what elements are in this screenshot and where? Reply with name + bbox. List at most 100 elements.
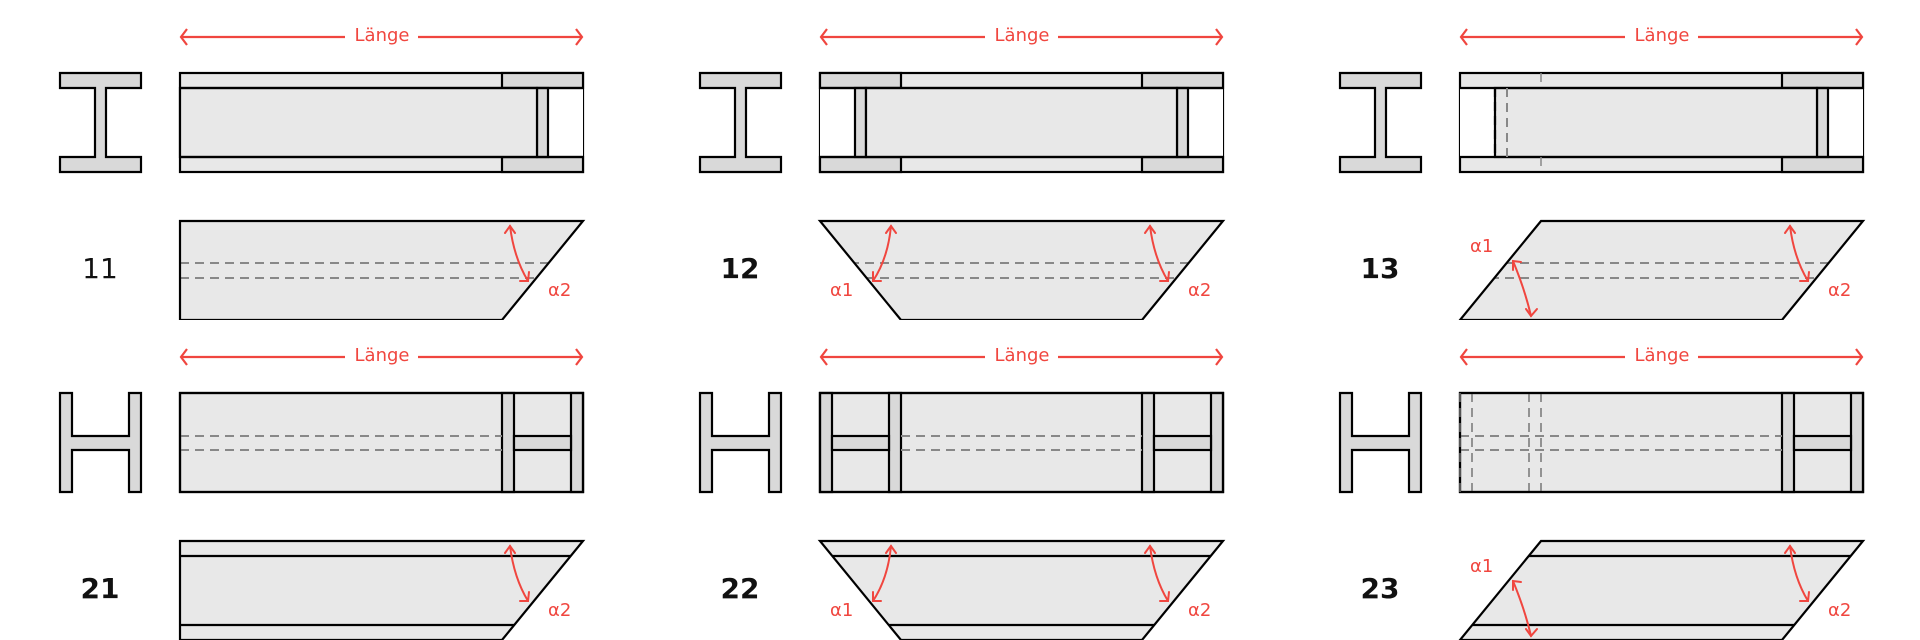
length-dimension-arrow: [179, 28, 584, 46]
arrowhead-icon: [519, 271, 530, 282]
web-body: [178, 86, 539, 159]
arrowhead-icon: [1525, 628, 1538, 638]
length-label: Länge: [994, 25, 1050, 46]
arrowhead-icon: [1159, 271, 1170, 282]
arrowhead-left-icon: [1459, 28, 1468, 46]
h-section-end: [1140, 391, 1156, 494]
panel-11: Länge 11 α2: [0, 0, 640, 320]
angle-alpha1-arc: [872, 544, 897, 602]
length-dimension-arrow: [819, 28, 1224, 46]
arc: [1789, 225, 1809, 282]
flange-end: [1140, 155, 1225, 174]
panel-drawing: [698, 28, 1226, 320]
flange-end: [1780, 71, 1865, 90]
arc: [1149, 545, 1169, 602]
length-label: Länge: [994, 345, 1050, 366]
angle-alpha1-arc: [1512, 259, 1538, 318]
beam-outline: [178, 391, 585, 494]
end-opening: [1460, 88, 1495, 157]
h-section-end: [569, 391, 585, 494]
arc: [509, 545, 529, 602]
h-section-end: [1849, 391, 1865, 494]
panel-drawing: [1338, 28, 1866, 320]
angle-alpha2-arc: [504, 224, 530, 282]
i-beam-cross-section-icon: [1338, 71, 1423, 174]
side-view-outline: [178, 539, 586, 640]
angle-alpha1-label: α1: [830, 280, 854, 301]
panel-drawing: [1338, 348, 1866, 640]
arrowhead-right-icon: [575, 348, 584, 366]
variant-number-label: 13: [1360, 252, 1400, 285]
h-beam-cross-section-icon: [698, 391, 783, 494]
variant-number-label: 12: [720, 252, 760, 285]
arrowhead-icon: [1799, 591, 1810, 602]
arrowhead-icon: [504, 224, 516, 234]
angle-alpha2-arc: [1144, 224, 1170, 282]
side-view-outline: [178, 219, 586, 320]
arrowhead-icon: [1784, 224, 1796, 234]
variant-number-label: 11: [82, 252, 118, 285]
angle-alpha1-arc: [1512, 579, 1538, 638]
angle-alpha1-label: α1: [1470, 556, 1494, 577]
angle-alpha2-label: α2: [1188, 280, 1212, 301]
i-beam-cross-section-icon: [58, 71, 143, 174]
variant-number-label: 21: [80, 572, 120, 605]
length-dimension-arrow: [819, 348, 1224, 366]
beam-outline: [818, 391, 1225, 494]
length-dimension-arrow: [179, 348, 584, 366]
h-beam-cross-section-icon: [1338, 391, 1423, 494]
angle-alpha2-arc: [504, 544, 530, 602]
h-section-end: [1209, 391, 1225, 494]
side-view-outline: [817, 219, 1226, 320]
arrowhead-icon: [1159, 591, 1170, 602]
side-view-fill: [180, 221, 583, 320]
arrowhead-icon: [885, 224, 897, 234]
length-label: Länge: [1634, 25, 1690, 46]
side-view-inner: [180, 262, 548, 279]
arrowhead-right-icon: [1215, 28, 1224, 46]
arc: [1789, 545, 1809, 602]
end-opening: [820, 88, 855, 157]
arrowhead-right-icon: [1855, 348, 1864, 366]
side-view-fill: [820, 541, 1223, 640]
h-section-end: [887, 391, 903, 494]
angle-alpha2-arc: [1784, 544, 1810, 602]
top-view: [178, 391, 585, 494]
flange-end: [1140, 71, 1225, 90]
variant-number-label: 22: [720, 572, 760, 605]
arrowhead-icon: [1525, 308, 1538, 318]
length-label: Länge: [354, 25, 410, 46]
arrowhead-left-icon: [819, 28, 828, 46]
length-label: Länge: [1634, 345, 1690, 366]
h-section-end: [1780, 391, 1796, 494]
arc: [509, 225, 529, 282]
angle-alpha2-label: α2: [1828, 600, 1852, 621]
arrowhead-icon: [885, 544, 897, 554]
side-view-fill: [1460, 541, 1863, 640]
end-opening: [548, 88, 583, 157]
panel-12: Länge 12 α2 α1: [640, 0, 1280, 320]
arrowhead-icon: [504, 544, 516, 554]
web-end: [1175, 86, 1190, 159]
end-opening: [1828, 88, 1863, 157]
top-view: [818, 71, 1225, 174]
arrowhead-icon: [519, 591, 530, 602]
angle-alpha1-label: α1: [830, 600, 854, 621]
flange-end: [1780, 155, 1865, 174]
arrowhead-icon: [872, 591, 882, 602]
angle-alpha1-arc: [872, 224, 897, 282]
h-beam-cross-section-icon: [58, 391, 143, 494]
variant-number-label: 23: [1360, 572, 1400, 605]
i-beam-cross-section-icon: [698, 71, 783, 174]
length-dimension-arrow: [1459, 28, 1864, 46]
arrowhead-icon: [1784, 544, 1796, 554]
side-view-fill: [820, 221, 1223, 320]
h-section-end: [830, 434, 891, 452]
panel-drawing: [58, 348, 586, 640]
angle-alpha2-arc: [1144, 544, 1170, 602]
arrowhead-left-icon: [1459, 348, 1468, 366]
angle-alpha2-label: α2: [548, 280, 572, 301]
side-view-fill: [1460, 221, 1863, 320]
arrowhead-right-icon: [1215, 348, 1224, 366]
